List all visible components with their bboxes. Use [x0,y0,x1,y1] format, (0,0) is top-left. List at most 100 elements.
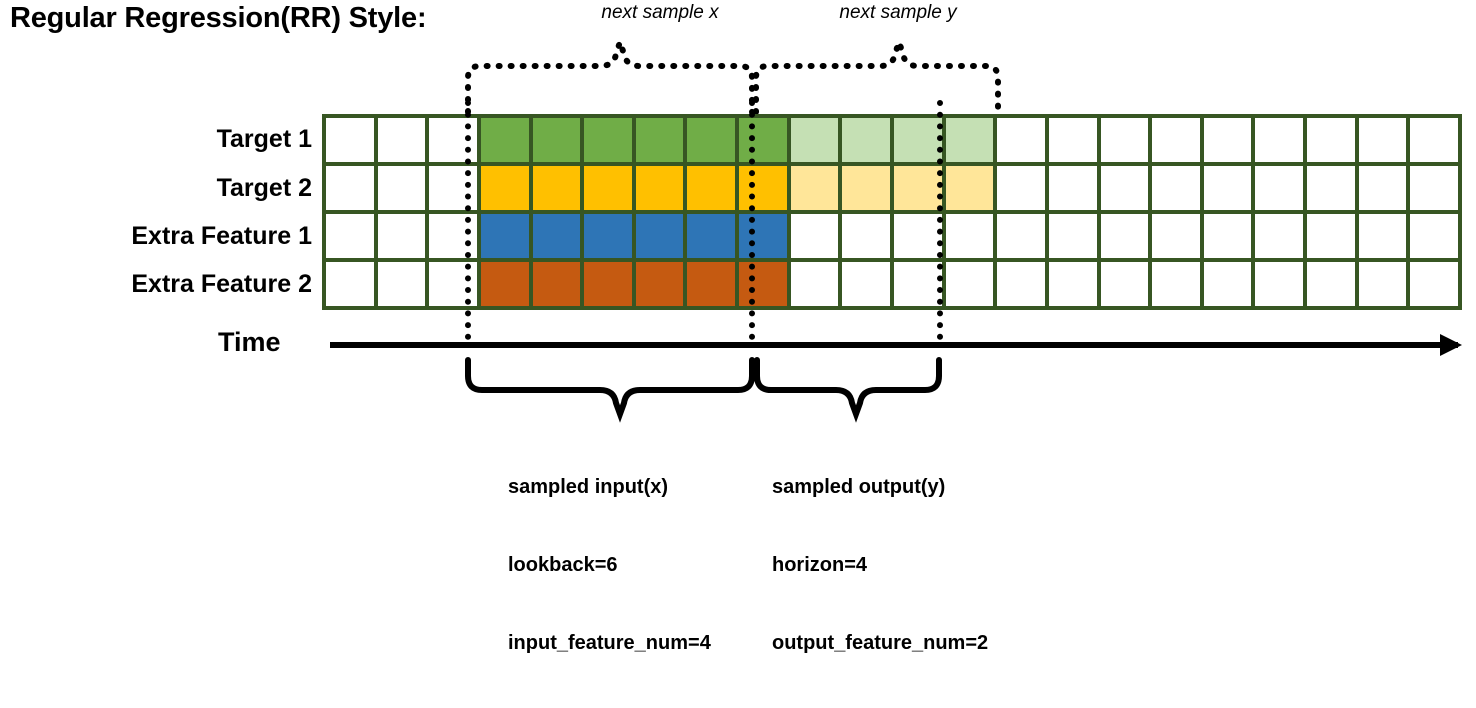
grid-cell [1255,166,1304,210]
caption-output-line-3: output_feature_num=2 [772,632,989,654]
row-label-target-1: Target 1 [216,125,312,153]
grid-cell [1048,262,1097,306]
grid-cell [1255,118,1304,162]
row-label-extra-feature-1: Extra Feature 1 [131,222,312,250]
grid-cell [1152,214,1200,258]
grid-cell [1203,166,1252,210]
grid-cell [894,214,942,258]
grid-cell [532,214,581,258]
diagram-canvas: Regular Regression(RR) Style: next sampl… [10,2,1462,654]
grid-cell [945,262,994,306]
page-title: Regular Regression(RR) Style: [10,2,427,34]
grid-cell [377,118,426,162]
grid-cell [584,118,632,162]
grid-cell [377,262,426,306]
grid-cell [1410,118,1458,162]
grid-cell [326,214,374,258]
grid-cell [842,166,890,210]
grid-cell [1203,214,1252,258]
grid-cell [1152,166,1200,210]
grid-cell [997,214,1045,258]
grid-cell [894,166,942,210]
grid-cell [1410,166,1458,210]
grid-cell [635,214,684,258]
grid-cell [790,214,839,258]
grid-cell [377,166,426,210]
grid-cell [997,262,1045,306]
next-sample-y-label: next sample y [839,2,957,23]
grid-cell [894,118,942,162]
grid-cell [635,166,684,210]
grid-cell [1410,214,1458,258]
grid-cell [1358,118,1407,162]
grid-cell [1203,262,1252,306]
grid-cell [532,166,581,210]
grid-cell [326,118,374,162]
caption-input-line-3: input_feature_num=4 [508,632,711,654]
guide-output-end [937,100,943,340]
time-axis-label: Time [218,327,281,357]
grid-cell [739,262,787,306]
grid-cell [842,214,890,258]
grid-cell [1203,118,1252,162]
grid-cell [790,166,839,210]
caption-input-line-1: sampled input(x) [508,476,669,498]
grid-cell [687,118,736,162]
grid-cell [1358,166,1407,210]
grid-cell [1048,118,1097,162]
caption-output-line-1: sampled output(y) [772,476,946,498]
grid-cell [739,166,787,210]
grid-cell [532,118,581,162]
grid-cell [480,214,529,258]
grid-cell [1255,214,1304,258]
grid-cell [635,262,684,306]
grid-cell [790,118,839,162]
grid-cell [842,262,890,306]
grid-cell [1100,118,1149,162]
grid-cell [584,262,632,306]
grid-cell [532,262,581,306]
grid-cell [687,262,736,306]
grid-cell [842,118,890,162]
brace-sampled-output [754,357,942,423]
caption-sampled-input: sampled input(x) lookback=6 input_featur… [508,422,711,708]
grid-cell [584,214,632,258]
grid-cell [480,262,529,306]
row-label-extra-feature-2: Extra Feature 2 [131,270,312,298]
grid-cell [326,166,374,210]
grid-cell [790,262,839,306]
grid-cell [945,166,994,210]
grid-cell [326,262,374,306]
guide-input-end [749,100,755,340]
grid-cell [1358,214,1407,258]
grid-cell [1100,214,1149,258]
brace-next-sample-y [753,32,1001,115]
brace-next-sample-x [465,32,755,115]
caption-input-line-2: lookback=6 [508,554,618,576]
grid-cell [377,214,426,258]
grid-cell [1152,118,1200,162]
grid-cell [584,166,632,210]
row-label-target-2: Target 2 [216,174,312,202]
grid-cell [1307,166,1355,210]
time-axis-arrow-icon [1440,334,1462,356]
caption-sampled-output: sampled output(y) horizon=4 output_featu… [772,422,988,708]
time-axis-line [330,342,1458,348]
grid-cell [894,262,942,306]
guide-input-start [465,100,471,340]
grid-cell [1100,262,1149,306]
grid-cell [1152,262,1200,306]
grid-cell [1307,262,1355,306]
grid-cell [1048,166,1097,210]
grid-cell [997,118,1045,162]
grid-cell [687,166,736,210]
caption-output-line-2: horizon=4 [772,554,868,576]
grid-cell [480,166,529,210]
grid-cell [1048,214,1097,258]
brace-sampled-input [465,357,755,423]
grid-cell [997,166,1045,210]
grid-cell [945,214,994,258]
grid-cell [687,214,736,258]
grid-cell [635,118,684,162]
grid-cell [1410,262,1458,306]
